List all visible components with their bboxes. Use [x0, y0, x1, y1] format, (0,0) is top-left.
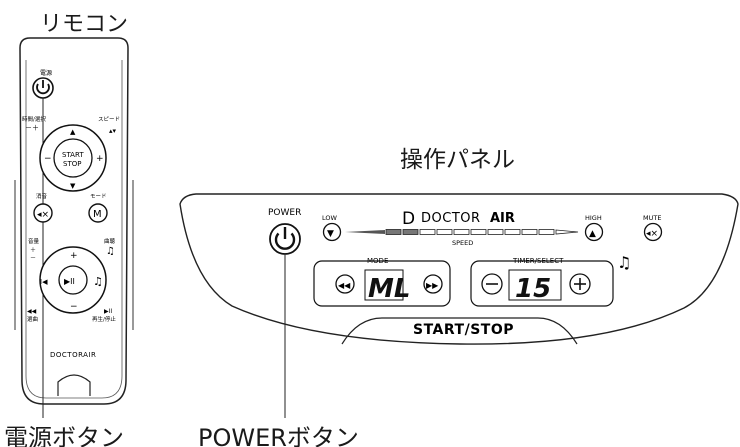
remote-bottom-hook: [57, 374, 91, 396]
dpad-up-icon: ▲: [70, 128, 76, 136]
play-pause-icon: ▶II: [64, 277, 75, 286]
panel-high-label: HIGH: [585, 214, 602, 222]
speed-up-icon: ▲: [589, 229, 596, 239]
remote-prev-skip-icon: ◀◀: [27, 308, 37, 315]
panel-mute-label: MUTE: [643, 214, 661, 222]
remote-speed-label: スピード: [98, 116, 120, 123]
prev-icon: I◀: [40, 278, 48, 286]
remote-inner-edge: [25, 60, 123, 399]
panel-brand-mark: D: [402, 209, 415, 229]
remote-power-caption: 電源ボタン: [4, 424, 124, 447]
remote-volume-minus: －: [30, 255, 36, 262]
panel-speed-label: SPEED: [452, 239, 473, 247]
panel-mute-button[interactable]: ◂×: [643, 222, 663, 242]
panel-brand-doctor: DOCTOR: [421, 211, 481, 226]
power-icon: [36, 83, 50, 95]
remote-start-label: START: [62, 151, 84, 159]
panel-mode-display: [364, 269, 404, 301]
remote-brand: DOCTORAIR: [50, 351, 96, 359]
vol-down-icon: −: [70, 302, 78, 312]
remote-music-label: 曲聴: [104, 237, 116, 245]
panel-power-caption: POWERボタン: [198, 424, 359, 447]
vol-up-icon: +: [70, 251, 78, 261]
rewind-icon: ◀◀: [338, 281, 351, 290]
panel-timer-value: 15: [515, 274, 551, 304]
speed-down-icon: ▼: [327, 229, 334, 239]
panel-low-button[interactable]: ▼: [322, 222, 342, 242]
remote-body: [19, 37, 129, 405]
panel-timer-minus-button[interactable]: [481, 273, 503, 295]
remote-music-note-icon: ♫: [106, 246, 115, 257]
panel-power-button[interactable]: [269, 223, 301, 255]
remote-prev-label: 選曲: [27, 315, 38, 323]
remote-time-label: 時間/選択: [22, 115, 46, 123]
remote-playpause-label: 再生/停止: [92, 315, 116, 323]
remote-side-edge: [14, 180, 134, 330]
remote-mode-letter: M: [93, 209, 102, 220]
panel-mode-next-button[interactable]: ▶▶: [423, 274, 443, 294]
remote-stop-label: STOP: [63, 160, 81, 168]
mute-icon: ◂×: [37, 210, 49, 220]
remote-power-label: 電源: [40, 69, 52, 77]
remote-volume-label: 音量: [28, 237, 40, 245]
remote-dpad[interactable]: ▲ ▼ − +: [39, 124, 107, 192]
panel-music-note-icon: ♫: [617, 253, 631, 272]
remote-speed-arrows: ▴▾: [109, 127, 117, 135]
remote-playpause-icon: ▶II: [104, 308, 112, 315]
panel-high-button[interactable]: ▲: [584, 222, 604, 242]
remote-mode-button[interactable]: M: [88, 203, 108, 223]
panel-power-label: POWER: [268, 208, 301, 218]
panel-brand-air: AIR: [490, 211, 515, 226]
remote-volume-plus: ＋: [30, 247, 36, 254]
remote-volume-pad[interactable]: ▶II + − I◀ ♫: [39, 246, 107, 314]
remote-mode-label: モード: [90, 193, 107, 200]
panel-mute-icon: ◂×: [646, 229, 658, 239]
dpad-minus-icon: −: [44, 154, 52, 164]
panel-timer-display: [508, 269, 562, 301]
dpad-down-icon: ▼: [70, 182, 76, 190]
panel-timer-label: TIMER/SELECT: [512, 257, 564, 265]
music-icon: ♫: [93, 275, 103, 288]
panel-mode-label: MODE: [367, 257, 388, 265]
panel-start-stop-button[interactable]: START/STOP: [413, 322, 514, 338]
panel-mode-value: ML: [368, 274, 410, 304]
remote-mute-label: 消音: [36, 192, 48, 200]
forward-icon: ▶▶: [426, 281, 439, 290]
remote-mute-button[interactable]: ◂×: [33, 203, 53, 223]
panel-speed-bar: [345, 229, 579, 235]
dpad-plus-icon: +: [96, 154, 104, 164]
remote-time-minus-plus: －＋: [25, 124, 39, 132]
remote-title: リモコン: [40, 12, 129, 37]
panel-mode-prev-button[interactable]: ◀◀: [335, 274, 355, 294]
panel-title: 操作パネル: [400, 147, 515, 173]
panel-low-label: LOW: [322, 214, 338, 222]
panel-timer-plus-button[interactable]: [569, 273, 591, 295]
panel-power-icon: [274, 232, 296, 250]
panel-start-zone: [341, 317, 578, 345]
